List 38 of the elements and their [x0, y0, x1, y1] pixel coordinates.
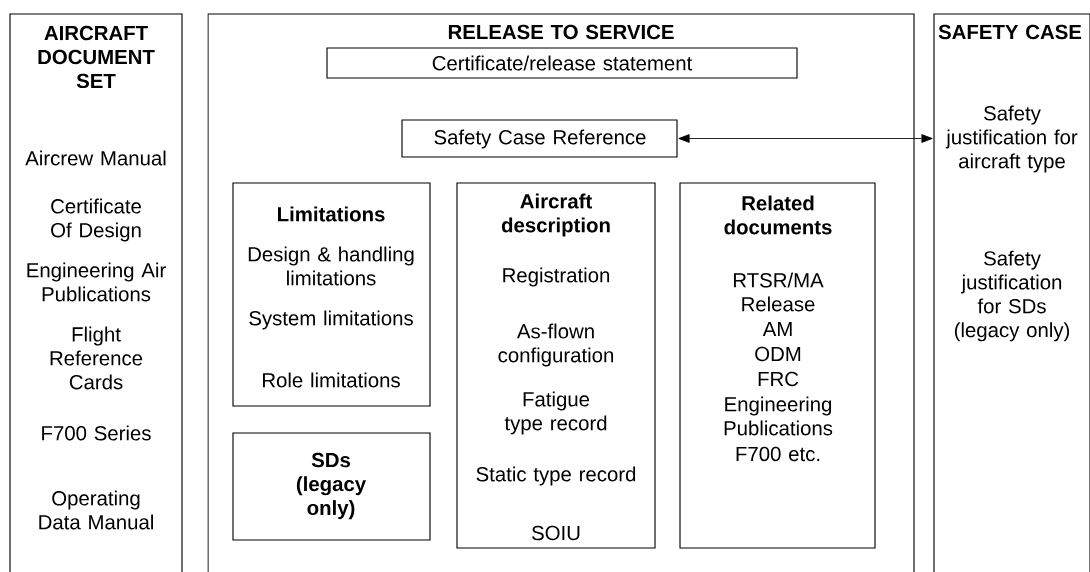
item-text: Design & handling limitations [248, 246, 414, 286]
item-text: Aircrew Manual [25, 150, 166, 166]
heading: AIRCRAFT DOCUMENT SET [38, 25, 155, 89]
item-text: Role limitations [263, 372, 400, 388]
heading: Related documents [724, 195, 832, 235]
item-text: SOIU [532, 525, 580, 541]
text-box [232, 182, 431, 407]
item-text: ODM [755, 346, 801, 362]
item-text: RTSR/MA Release [734, 272, 824, 312]
heading: Aircraft description [501, 193, 610, 237]
item-text: Fatigue type record [504, 391, 607, 435]
item-text: Flight Reference Cards [50, 326, 143, 390]
item-text: F700 Series [42, 425, 151, 441]
item-text: Engineering Publications [724, 396, 833, 436]
item-text: Certificate Of Design [51, 198, 141, 242]
item-text: FRC [758, 371, 799, 387]
item-text: Registration [503, 267, 610, 287]
item-text: AM [762, 322, 792, 336]
item-text: Operating Data Manual [39, 490, 153, 530]
item-text: As-flown configuration [498, 323, 613, 367]
panel [9, 13, 183, 572]
item-text: F700 etc. [736, 446, 820, 462]
heading: SAFETY CASE [938, 24, 1082, 40]
text-box [679, 182, 876, 549]
item-text: Safety justification for SDs (legacy only) [954, 250, 1070, 342]
text-box: SDs (legacy only) [232, 432, 431, 541]
item-text: Safety justification for aircraft type [945, 105, 1078, 173]
text-box: Safety Case Reference [401, 119, 678, 158]
panel [207, 13, 915, 572]
text-box [456, 182, 656, 549]
panel [933, 13, 1090, 572]
item-text: Static type record [476, 466, 636, 486]
heading: Limitations [278, 206, 385, 222]
item-text: System limitations [249, 310, 413, 330]
heading: RELEASE TO SERVICE [448, 24, 674, 40]
arrow [678, 134, 933, 143]
item-text: Engineering Air Publications [27, 262, 166, 302]
text-box: Certificate/release statement [326, 47, 798, 79]
